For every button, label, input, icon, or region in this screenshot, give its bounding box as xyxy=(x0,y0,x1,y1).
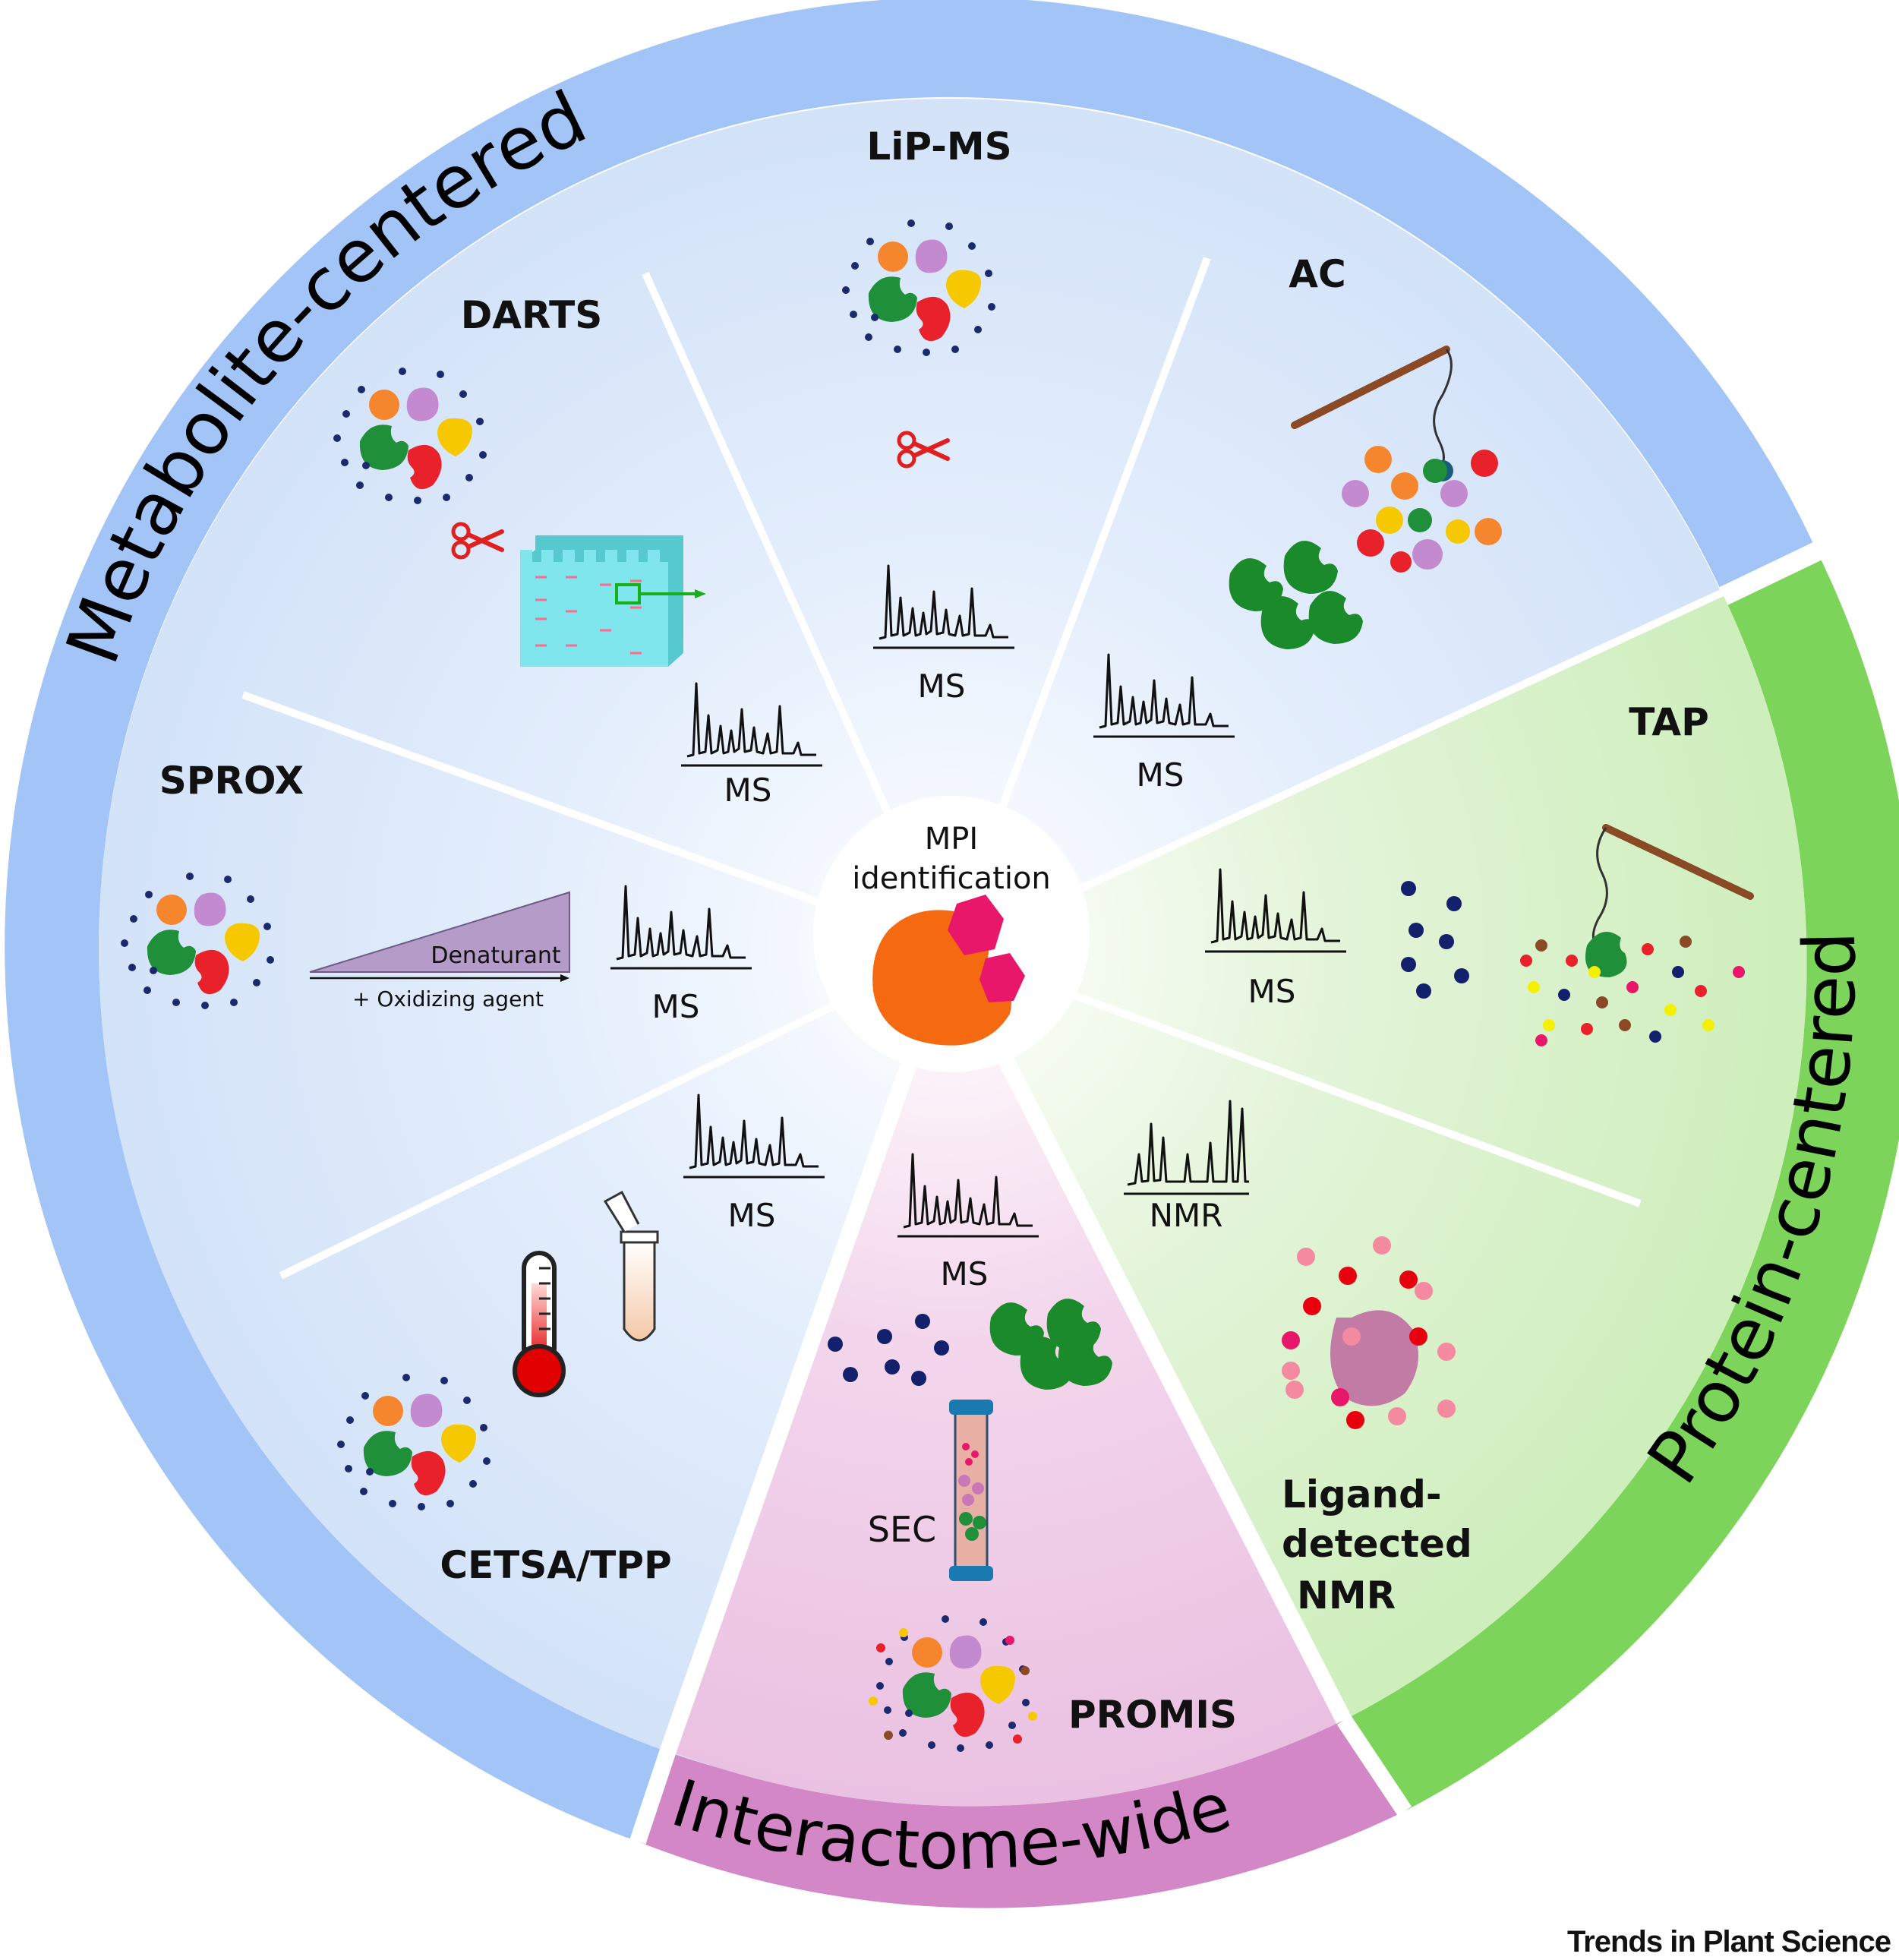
ligand-mix-icon-tap xyxy=(1520,936,1745,1046)
thermometer-icon xyxy=(513,1251,566,1397)
method-label-ligand-line1: Ligand- xyxy=(1282,1472,1442,1517)
center-label-line1: MPI xyxy=(925,822,978,857)
readout-label-sec: SEC xyxy=(868,1509,936,1550)
ring-interactome-wide xyxy=(638,1720,1405,1908)
denaturant-gradient-icon xyxy=(309,891,570,973)
method-label-ligand-line3: NMR xyxy=(1297,1573,1396,1618)
readout-label-lipms: MS xyxy=(918,668,966,705)
protein-ligand-icon-nmr xyxy=(1282,1236,1456,1429)
method-label-ac: AC xyxy=(1289,252,1345,296)
source-credit: Trends in Plant Science xyxy=(1567,1925,1891,1958)
protein-complex-icon xyxy=(872,895,1025,1046)
affinity-matrix-icon-tap xyxy=(1585,824,1754,977)
metabolite-dots-icon-promis xyxy=(869,1628,1037,1744)
gel-icon xyxy=(520,535,706,667)
readout-label-tap: MS xyxy=(1248,973,1296,1010)
readout-label-nmr: NMR xyxy=(1150,1197,1223,1234)
protein-cluster-icon-ac xyxy=(1342,446,1502,573)
readout-label-sprox: MS xyxy=(652,988,700,1025)
ring-protein-centered xyxy=(1344,547,1899,1811)
readout-label-ac: MS xyxy=(1137,756,1185,794)
nmr-spectrum-icon xyxy=(1124,1100,1249,1195)
oxidizing-agent-label: + Oxidizing agent xyxy=(352,986,544,1012)
denaturant-label: Denaturant xyxy=(431,942,560,969)
ligand-dots-icon-tap xyxy=(1401,881,1469,999)
tube-icon xyxy=(603,1190,659,1342)
center-label-line2: identification xyxy=(852,861,1051,896)
sector-protein-centered xyxy=(949,596,1807,1720)
ligand-dots-icon-promis xyxy=(828,1314,949,1386)
readout-label-cetsa: MS xyxy=(728,1197,776,1234)
method-label-promis: PROMIS xyxy=(1068,1693,1237,1737)
readout-label-promis: MS xyxy=(941,1255,989,1292)
method-label-ligand-line2: detected xyxy=(1282,1522,1472,1566)
method-label-cetsa: CETSA/TPP xyxy=(440,1543,671,1587)
method-label-lipms: LiP-MS xyxy=(866,125,1011,169)
method-label-darts: DARTS xyxy=(461,293,603,337)
method-label-sprox: SPROX xyxy=(159,759,304,803)
sector-interactome-wide xyxy=(668,949,1344,1807)
method-label-tap: TAP xyxy=(1629,700,1709,744)
sec-column-icon xyxy=(949,1400,993,1581)
readout-label-darts: MS xyxy=(724,772,772,809)
